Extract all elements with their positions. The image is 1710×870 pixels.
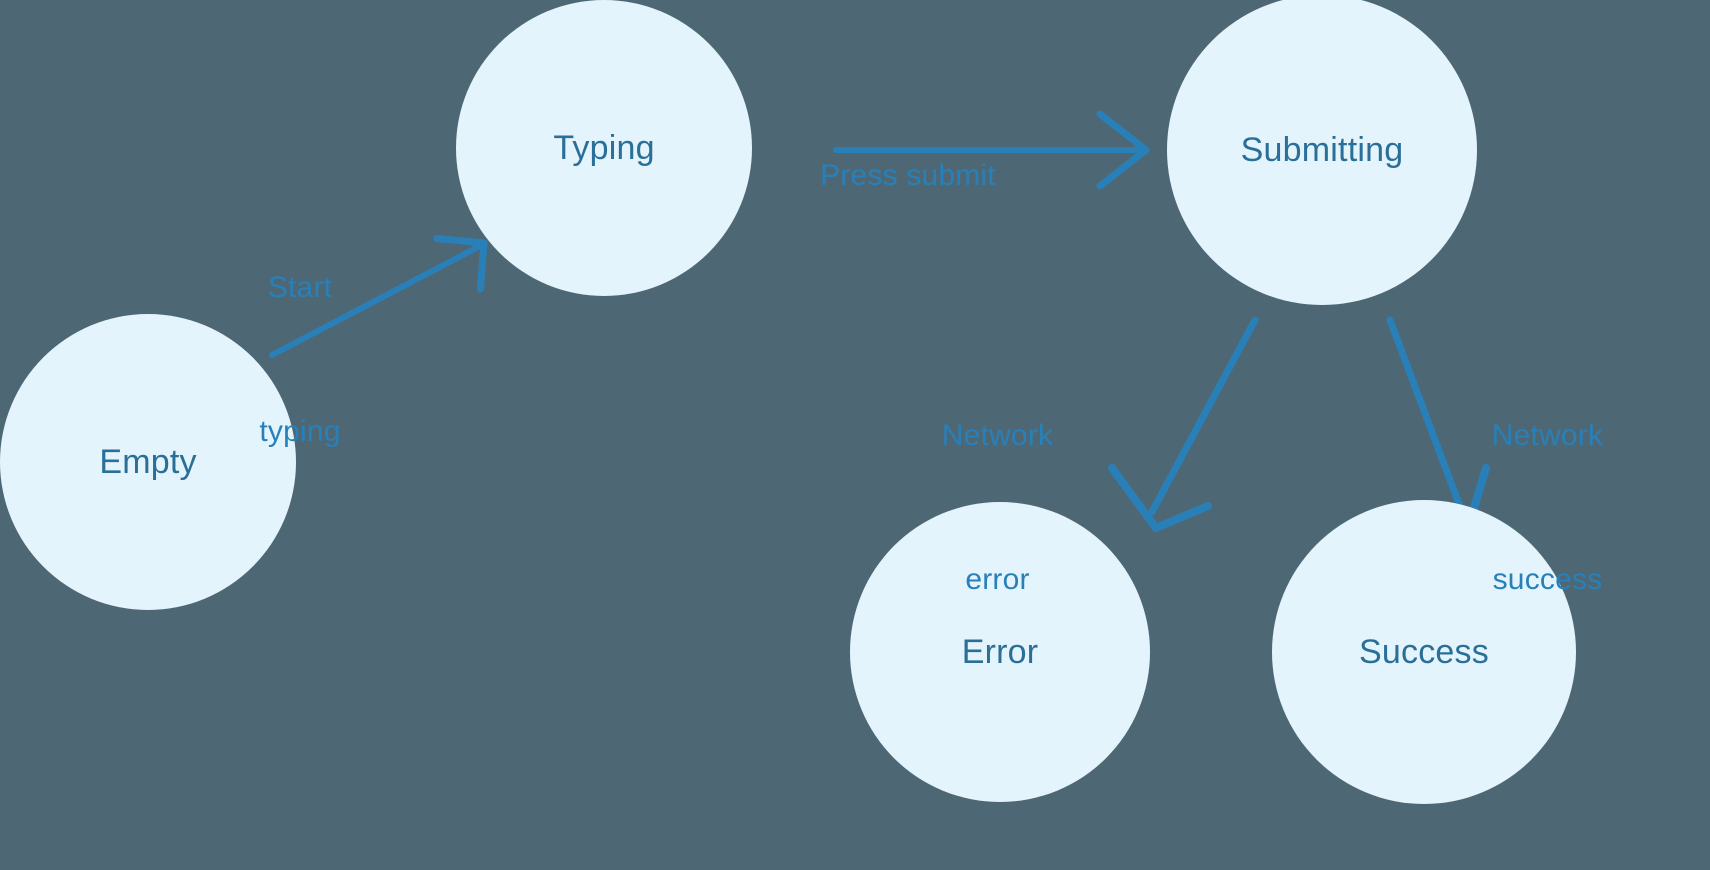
state-node-error[interactable]: Error [850, 502, 1150, 802]
state-node-success-label: Success [1359, 632, 1489, 671]
state-node-empty[interactable]: Empty [0, 314, 296, 610]
state-node-success[interactable]: Success [1272, 500, 1576, 804]
edge-label-start-typing-line2: typing [259, 415, 341, 448]
edge-label-network-success-line1: Network [1491, 419, 1604, 452]
state-node-error-label: Error [961, 632, 1039, 671]
edge-label-press-submit-line1: Press submit [820, 159, 996, 192]
edge-typing-to-submitting [833, 110, 1150, 190]
edge-label-network-success-line2: success [1492, 563, 1603, 596]
edge-label-network-success: Network success [1435, 316, 1660, 700]
edge-label-network-error-line2: error [965, 563, 1030, 596]
edge-label-start-typing-line1: Start [267, 271, 333, 304]
state-node-empty-label: Empty [99, 442, 197, 481]
state-node-typing-label: Typing [553, 128, 655, 167]
state-node-typing[interactable]: Typing [456, 0, 752, 296]
edge-submitting-to-error [1108, 316, 1259, 532]
edge-empty-to-typing [269, 235, 488, 358]
state-node-submitting[interactable]: Submitting [1167, 0, 1477, 305]
edge-label-network-error: Network error [885, 316, 1110, 700]
edge-label-start-typing: Start typing [200, 168, 400, 552]
state-node-submitting-label: Submitting [1240, 130, 1404, 169]
edge-label-press-submit: Press submit [768, 56, 1048, 296]
edge-label-network-error-line1: Network [941, 419, 1054, 452]
